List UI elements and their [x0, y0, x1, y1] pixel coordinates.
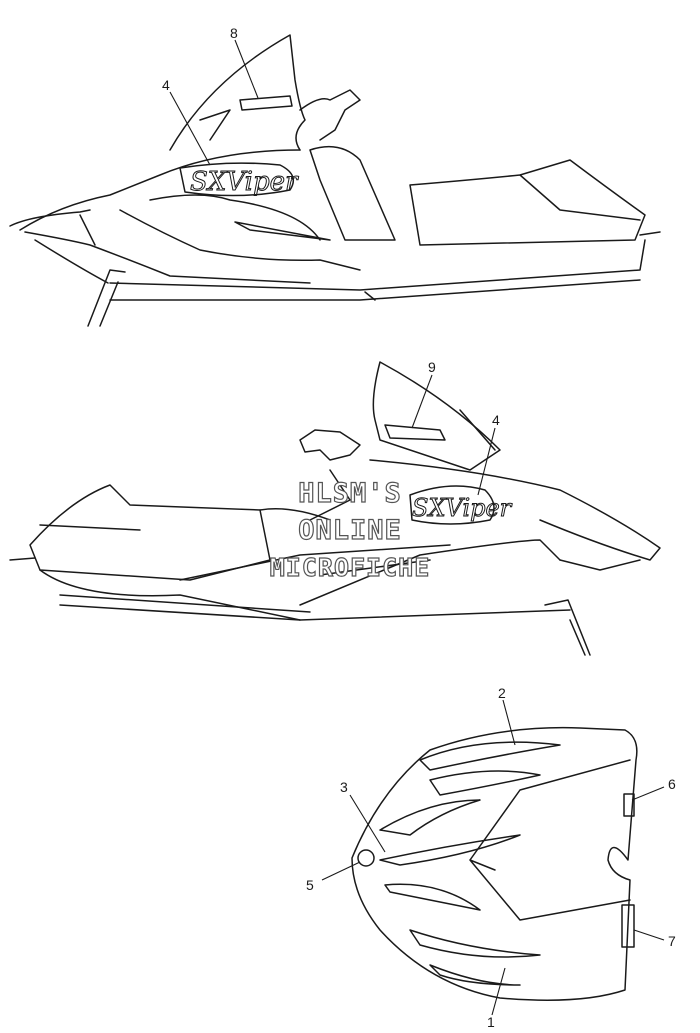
- watermark-line-1: HLSM'S: [298, 477, 402, 509]
- hood-top: [369, 459, 661, 561]
- decal-2: [419, 741, 561, 771]
- callout-3: 3: [340, 779, 348, 795]
- seat-front: [309, 145, 396, 241]
- callout-5: 5: [306, 877, 314, 893]
- decal-4-top-outline: [179, 162, 295, 197]
- decal-8-top: [239, 95, 293, 111]
- sxv-logo-top: SXViper: [190, 167, 299, 197]
- callout-1: 1: [487, 1014, 495, 1030]
- hood-top-view: [321, 699, 665, 1016]
- callout-6: 6: [668, 776, 676, 792]
- watermark-line-3: MICROFICHE: [269, 552, 431, 582]
- windshield: [169, 34, 306, 151]
- ski-front: [9, 209, 91, 227]
- sled-side-view-left: SXViper: [9, 34, 661, 327]
- decal-1: [409, 929, 541, 958]
- running-board: [109, 239, 646, 291]
- decal-4-mid-outline: [409, 485, 495, 525]
- decal-5-emblem: [357, 849, 375, 867]
- running-board: [59, 604, 571, 621]
- decal-3: [379, 799, 481, 836]
- sxv-logo-mid: SXViper: [412, 494, 513, 522]
- seat-rear: [29, 484, 271, 581]
- decal-6: [623, 793, 635, 817]
- hood-top: [19, 149, 301, 231]
- callout-8: 8: [230, 25, 238, 41]
- decal-7: [621, 904, 635, 948]
- watermark-line-2: ONLINE: [298, 514, 402, 546]
- callout-7: 7: [668, 933, 676, 949]
- seat-rear: [409, 159, 646, 246]
- callout-4-mid: 4: [492, 412, 500, 428]
- windshield: [372, 361, 501, 471]
- hood-outline: [351, 726, 638, 1001]
- ski-front: [544, 599, 591, 656]
- sled-side-view-right: SXViper: [9, 361, 661, 656]
- callout-4-top: 4: [162, 77, 170, 93]
- callout-2: 2: [498, 685, 506, 701]
- callout-9: 9: [428, 359, 436, 375]
- decal-9-mid: [384, 424, 446, 441]
